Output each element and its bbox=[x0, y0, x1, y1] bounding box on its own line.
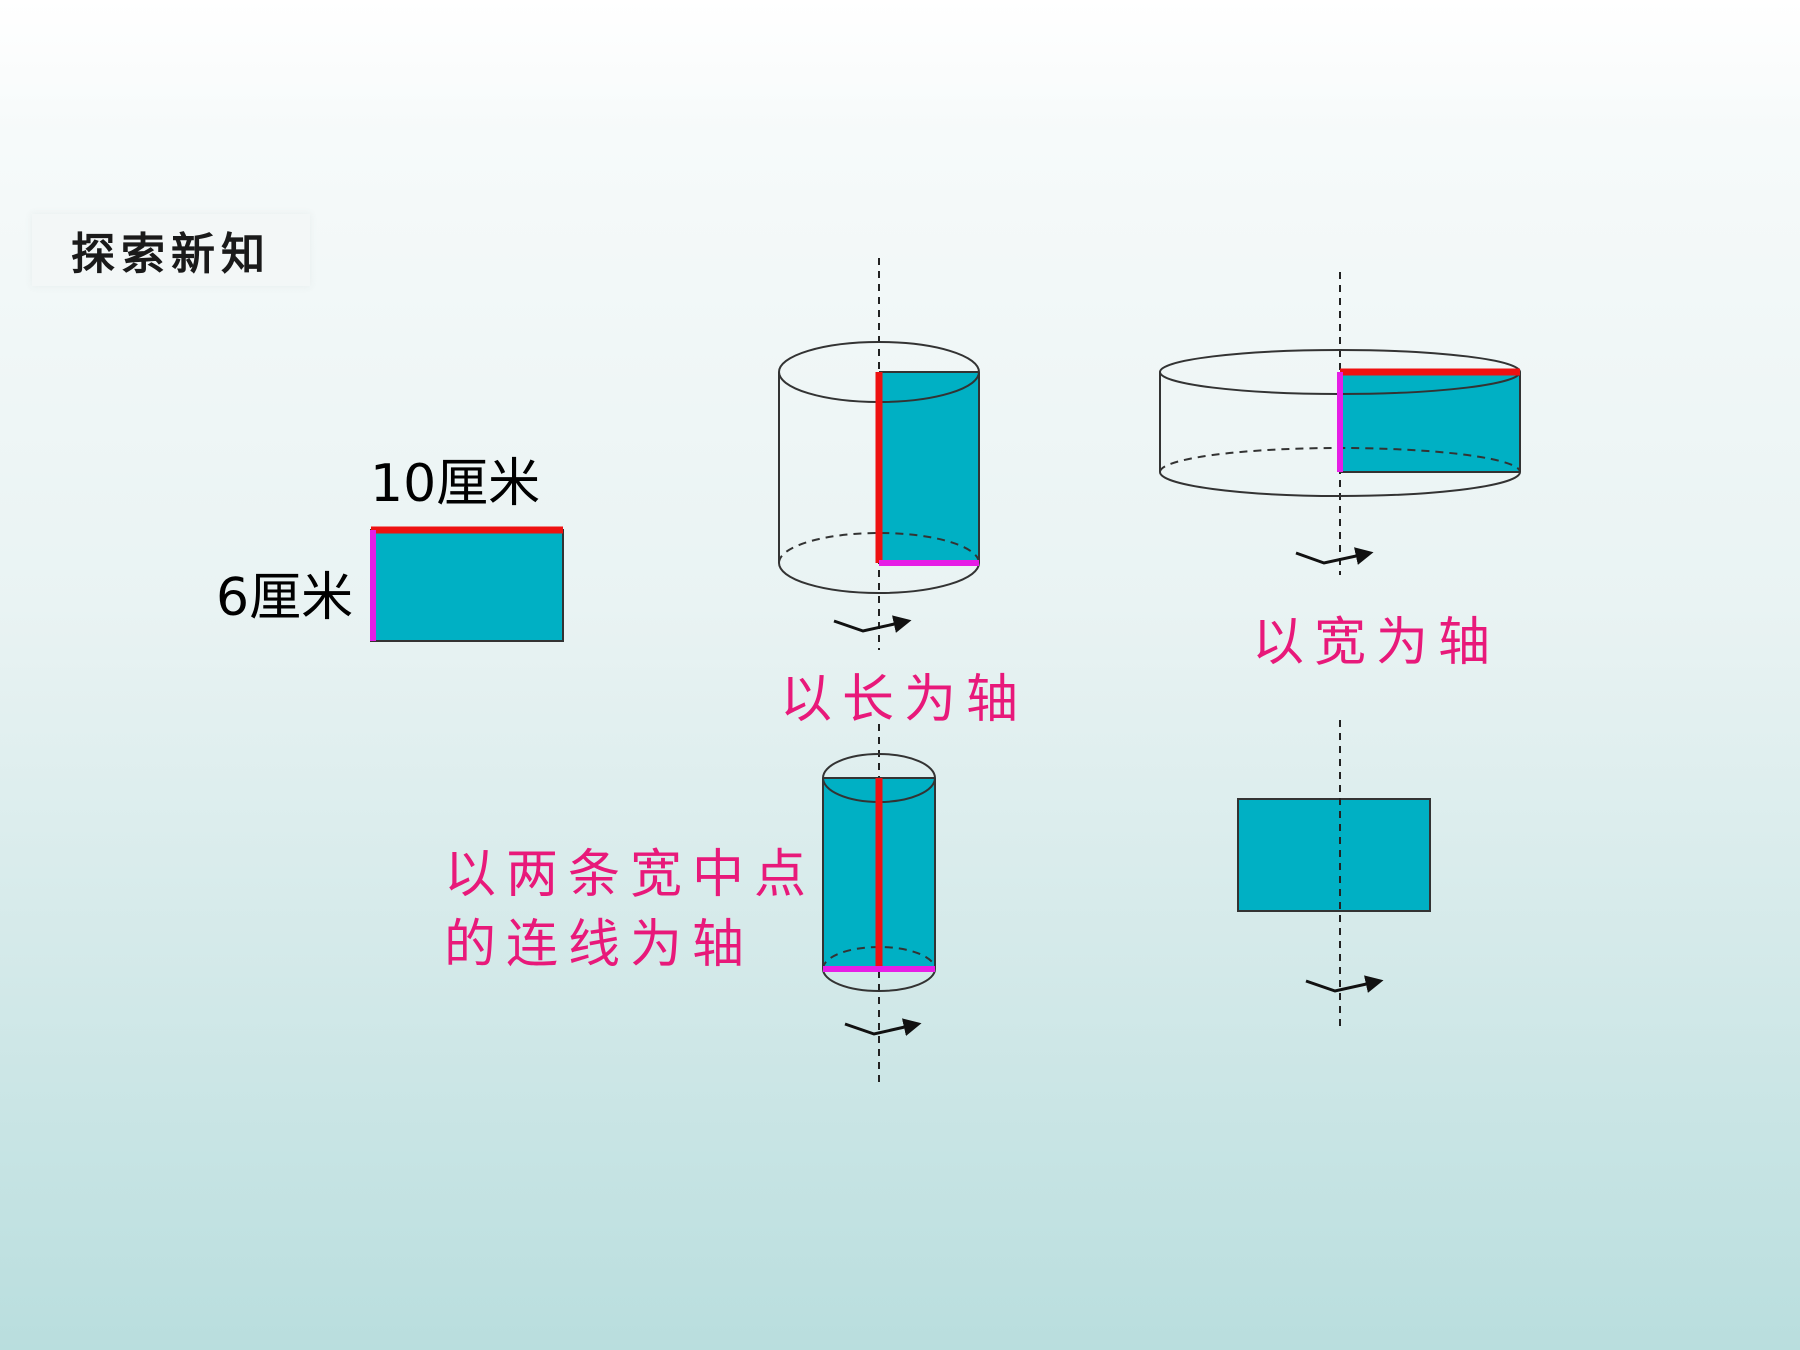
caption-midpoint-axis-line1: 以两条宽中点 bbox=[444, 845, 817, 905]
caption-width-axis: 以宽为轴 bbox=[1252, 613, 1501, 673]
rectangle-midline-axis bbox=[1237, 720, 1431, 1030]
rotating-rectangle-1 bbox=[879, 372, 979, 563]
source-rectangle-body bbox=[370, 529, 564, 642]
caption-midpoint-axis: 以两条宽中点 的连线为轴 bbox=[444, 840, 816, 980]
cylinder-length-axis bbox=[778, 258, 980, 650]
section-title: 探索新知 bbox=[32, 214, 310, 286]
cylinder-midpoint-axis bbox=[822, 724, 936, 1082]
rotation-arrow-icon bbox=[1305, 975, 1384, 993]
rotating-rectangle-4 bbox=[1237, 798, 1431, 912]
source-rectangle bbox=[370, 526, 564, 642]
length-label: 10厘米 bbox=[370, 454, 541, 514]
bottom-base-front-1 bbox=[778, 562, 980, 594]
bottom-base-front-3 bbox=[822, 968, 936, 992]
cylinder-width-axis bbox=[1159, 272, 1521, 575]
caption-length-axis: 以长为轴 bbox=[780, 670, 1029, 730]
width-label: 6厘米 bbox=[216, 568, 354, 628]
rotating-rectangle-2 bbox=[1340, 372, 1520, 472]
rotation-arrow-icon bbox=[833, 615, 912, 633]
bottom-base-back-1 bbox=[778, 532, 980, 564]
rotation-arrow-icon bbox=[1295, 547, 1374, 565]
rotation-arrow-icon bbox=[844, 1018, 922, 1036]
bottom-base-back-3 bbox=[822, 946, 936, 970]
caption-midpoint-axis-line2: 的连线为轴 bbox=[444, 915, 755, 975]
bottom-base-front-2 bbox=[1159, 471, 1521, 497]
